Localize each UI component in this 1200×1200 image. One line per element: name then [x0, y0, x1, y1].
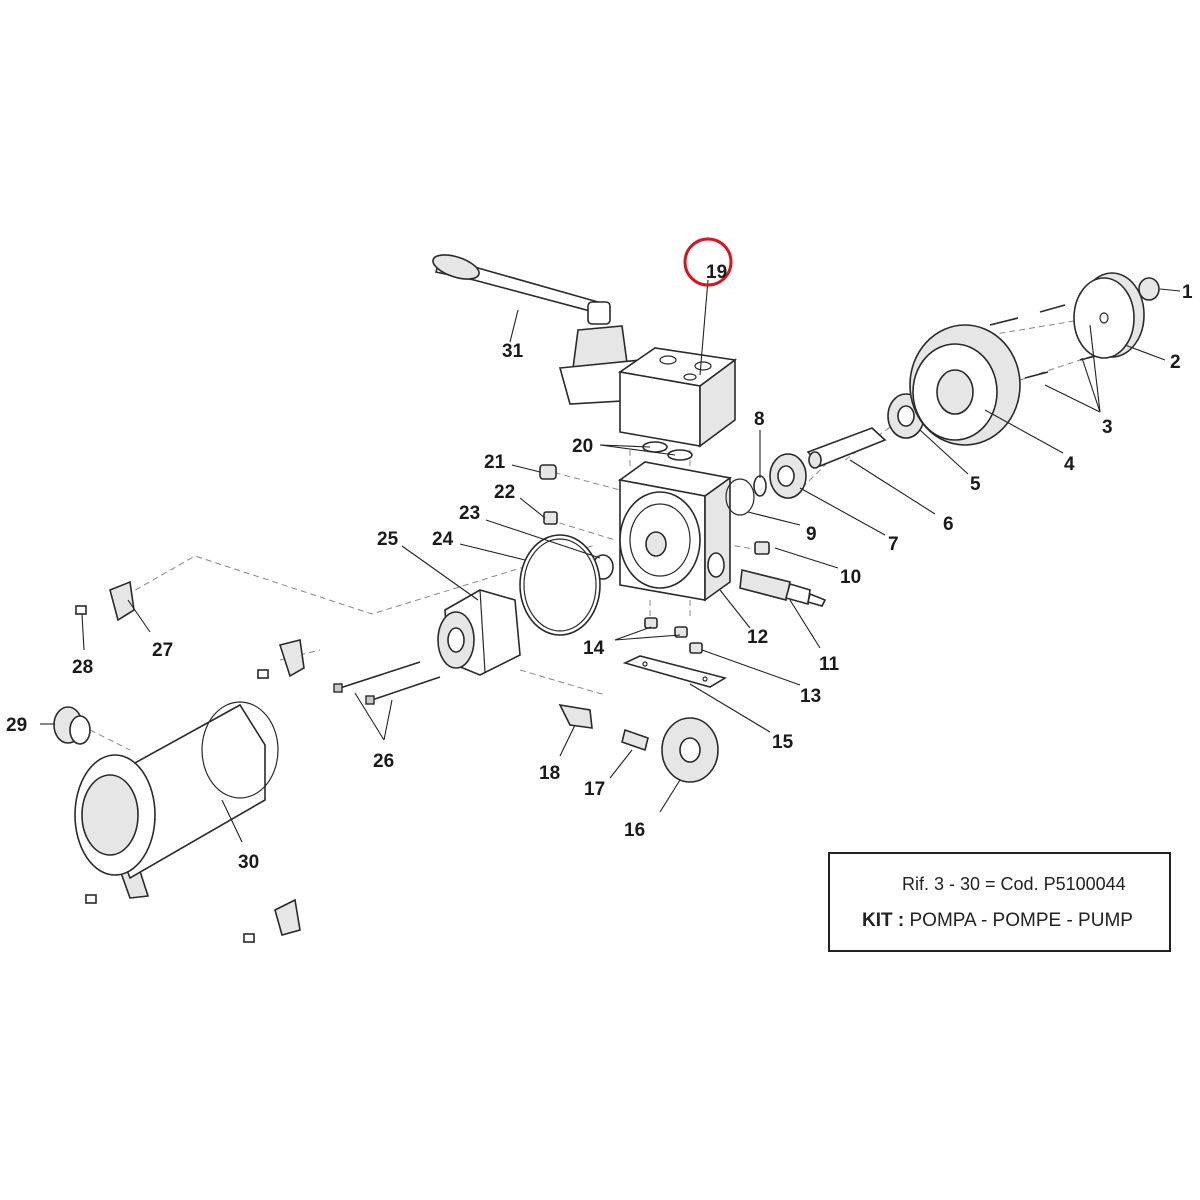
label-1: 1	[1182, 282, 1193, 303]
part-26-bolts	[333, 661, 441, 705]
part-9-ring	[725, 478, 755, 516]
part-10-plug	[754, 541, 770, 555]
part-4-flange	[909, 324, 1021, 446]
label-14: 14	[583, 638, 605, 659]
label-22: 22	[494, 482, 515, 503]
kit-label: KIT :	[862, 910, 905, 931]
kit-text: POMPA - POMPE - PUMP	[909, 910, 1133, 931]
label-12: 12	[747, 627, 768, 648]
kit-description: KIT : POMPA - POMPE - PUMP	[862, 910, 1133, 932]
label-19: 19	[706, 262, 727, 283]
part-11-relief-valve	[739, 569, 827, 607]
label-31: 31	[502, 341, 524, 362]
label-13: 13	[800, 686, 821, 707]
label-5: 5	[970, 474, 981, 495]
label-9: 9	[806, 524, 817, 545]
part-21-plug	[539, 464, 557, 480]
label-28: 28	[72, 657, 93, 678]
label-4: 4	[1064, 454, 1075, 475]
label-27: 27	[152, 640, 173, 661]
label-17: 17	[584, 779, 605, 800]
part-17-fitting	[621, 728, 649, 752]
part-6-shaft	[806, 427, 887, 469]
part-12-pump-body	[618, 461, 732, 602]
part-number-labels: 1 2 3 4 5 6 7 8 9 10 11 12 13 14 15 16 1…	[6, 262, 1193, 873]
label-30: 30	[238, 852, 259, 873]
label-6: 6	[943, 514, 954, 535]
part-31-lever	[432, 254, 641, 405]
label-21: 21	[484, 452, 506, 473]
part-30-tank	[74, 701, 279, 880]
part-20-o-rings	[642, 441, 693, 461]
label-15: 15	[772, 732, 794, 753]
label-3: 3	[1102, 417, 1113, 438]
part-29-cap	[53, 706, 91, 745]
label-8: 8	[754, 409, 765, 430]
part-25-gear-pump	[437, 589, 521, 676]
label-23: 23	[459, 503, 480, 524]
part-1-nut	[1138, 277, 1160, 301]
label-20: 20	[572, 436, 593, 457]
part-18-elbow	[558, 703, 593, 729]
part-13-bushing	[689, 642, 703, 654]
label-25: 25	[377, 529, 399, 550]
label-11: 11	[819, 654, 840, 675]
kit-info-box: Rif. 3 - 30 = Cod. P5100044 KIT : POMPA …	[828, 852, 1171, 952]
part-5-bearing	[887, 393, 925, 439]
part-16-seal	[661, 717, 719, 783]
label-26: 26	[373, 751, 394, 772]
part-14-bushings	[644, 617, 688, 638]
highlight-circle	[683, 237, 733, 287]
label-24: 24	[432, 529, 454, 550]
part-7-bearing	[769, 453, 807, 499]
label-10: 10	[840, 567, 861, 588]
ref-code-text: Rif. 3 - 30 = Cod. P5100044	[902, 874, 1126, 894]
part-28-screws	[75, 605, 269, 943]
label-16: 16	[624, 820, 645, 841]
label-2: 2	[1170, 352, 1181, 373]
part-2-pulley	[1073, 272, 1145, 359]
label-29: 29	[6, 715, 27, 736]
label-7: 7	[888, 534, 899, 555]
leader-lines	[40, 279, 1181, 843]
part-8-circlip	[753, 475, 767, 497]
part-22-plug	[543, 511, 558, 525]
part-19-valve-block	[617, 347, 738, 448]
part-24-o-ring	[519, 534, 601, 636]
label-18: 18	[539, 763, 560, 784]
part-15-plate	[622, 655, 728, 688]
